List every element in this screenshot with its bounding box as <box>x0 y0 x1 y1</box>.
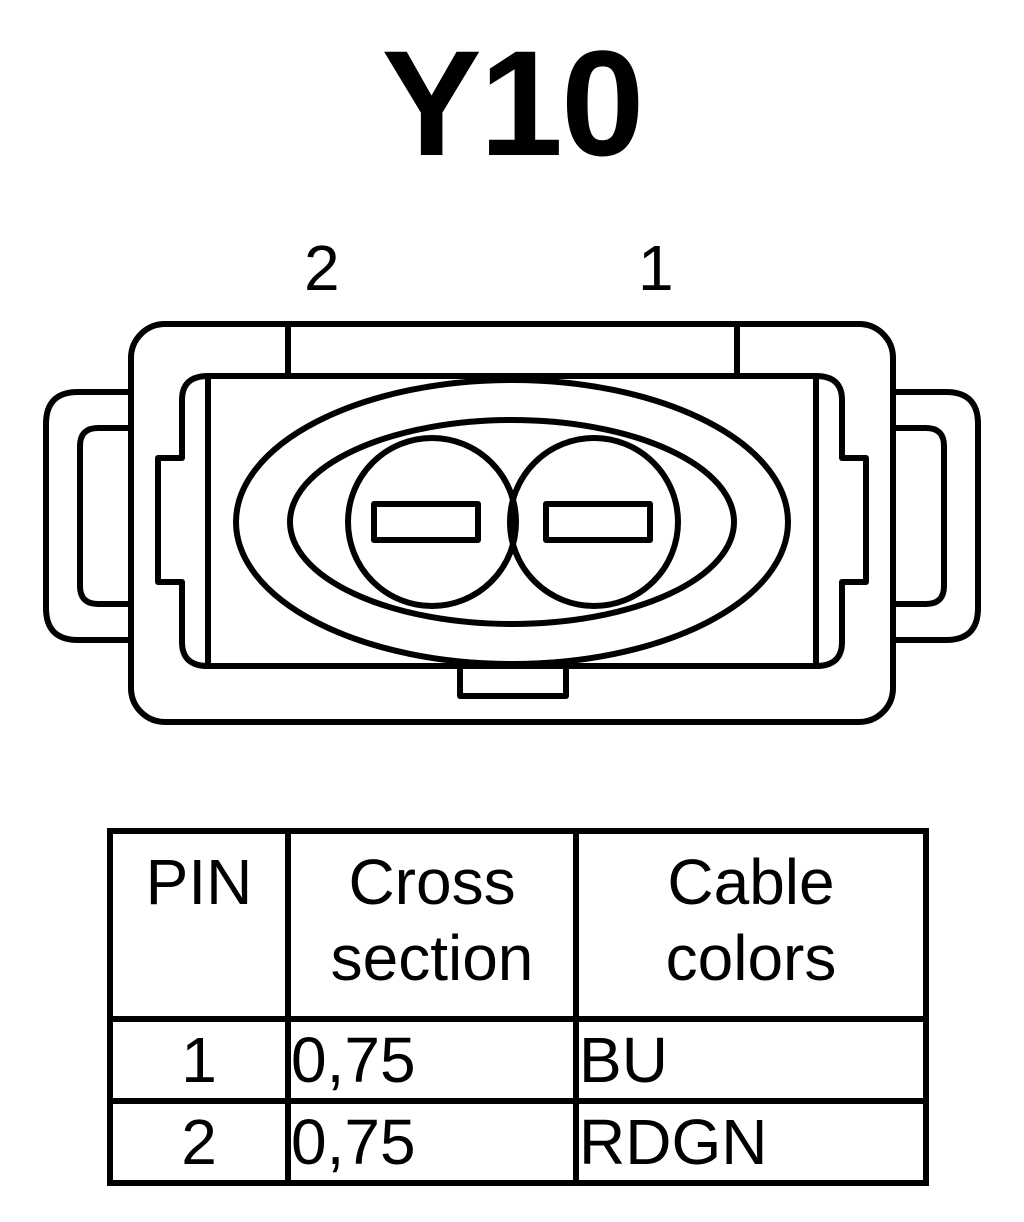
outer-housing <box>128 321 896 725</box>
top-coding-bar <box>285 324 740 376</box>
table-row: 2 0,75 RDGN <box>107 1098 929 1186</box>
connector-title: Y10 <box>381 19 645 187</box>
cell-pin: 1 <box>107 1016 291 1104</box>
pin-blade-2 <box>371 501 481 543</box>
header-pin: PIN <box>107 828 291 1022</box>
cell-cross-section: 0,75 <box>285 1016 579 1104</box>
pin-blade-1 <box>543 501 653 543</box>
pin-socket-2 <box>345 435 519 609</box>
left-latch <box>43 389 131 643</box>
cell-cable-color: BU <box>573 1016 929 1104</box>
bottom-notch <box>457 663 569 699</box>
cell-pin: 2 <box>107 1098 291 1186</box>
pin-socket-1 <box>507 435 681 609</box>
connector-drawing <box>43 321 981 725</box>
right-latch <box>893 389 981 643</box>
inner-ellipse <box>287 417 737 627</box>
outer-ellipse <box>233 377 791 667</box>
cell-cable-color: RDGN <box>573 1098 929 1186</box>
left-latch-inner <box>77 425 131 607</box>
pin-label-2: 2 <box>304 232 340 304</box>
right-latch-inner <box>893 425 947 607</box>
table-row: 1 0,75 BU <box>107 1016 929 1104</box>
pin-label-1: 1 <box>638 232 674 304</box>
cell-cross-section: 0,75 <box>285 1098 579 1186</box>
